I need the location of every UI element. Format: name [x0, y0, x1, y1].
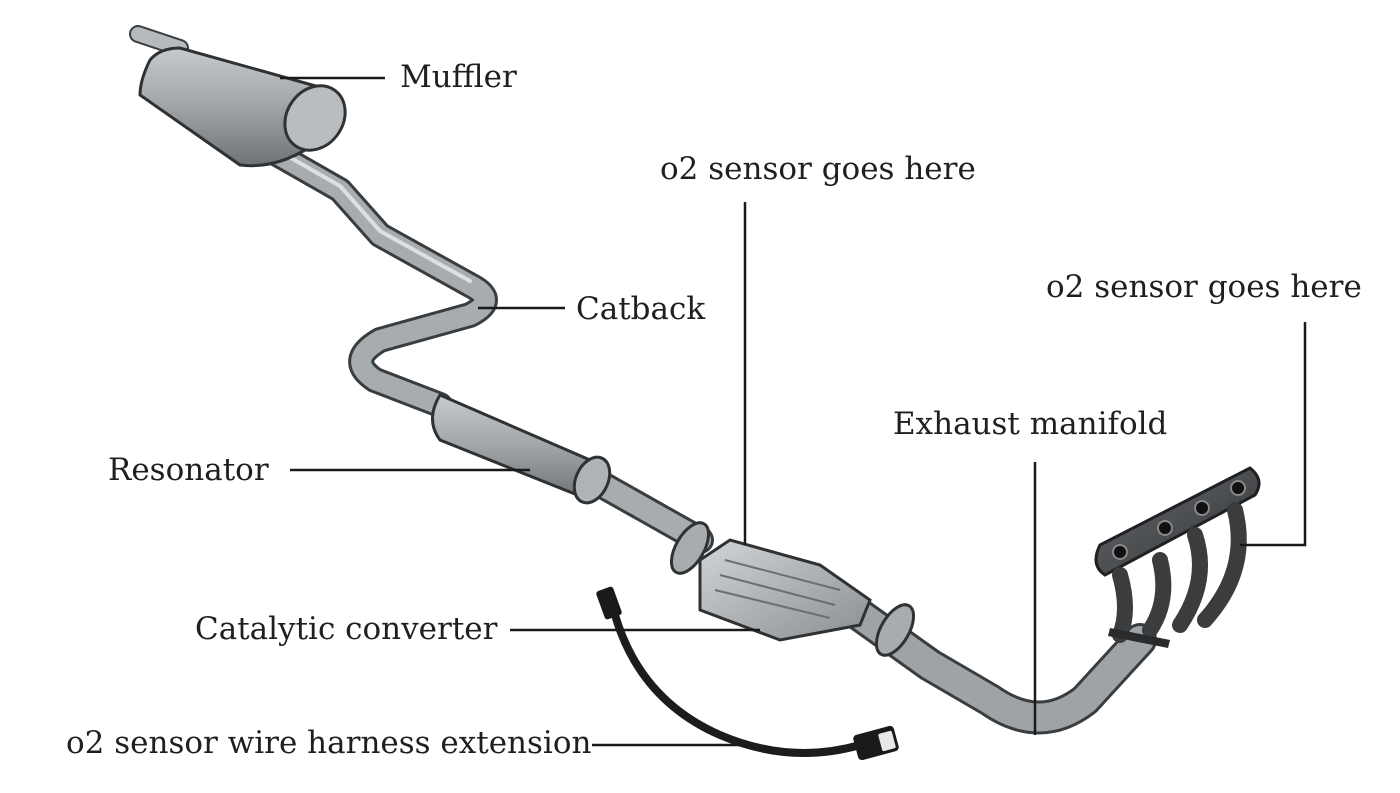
tailpipe-tip	[129, 25, 189, 57]
leader-o2-right	[1240, 322, 1307, 547]
manifold-port-2	[1157, 520, 1173, 536]
label-exhaust-manifold: Exhaust manifold	[893, 406, 1168, 442]
manifold-port-3	[1194, 500, 1210, 516]
label-o2-sensor-center: o2 sensor goes here	[660, 151, 976, 187]
label-wire-harness-extension: o2 sensor wire harness extension	[66, 725, 592, 761]
label-o2-sensor-right: o2 sensor goes here	[1046, 269, 1362, 305]
label-catback: Catback	[576, 291, 706, 327]
manifold-port-4	[1230, 480, 1246, 496]
label-catalytic-converter: Catalytic converter	[195, 611, 498, 647]
label-muffler: Muffler	[400, 59, 517, 95]
leader-lines	[280, 76, 1307, 747]
catalytic-converter-body	[669, 521, 916, 657]
manifold-port-1	[1112, 544, 1128, 560]
muffler-body	[138, 46, 347, 168]
exhaust-manifold-body	[1094, 466, 1261, 648]
wire-harness-extension	[596, 586, 899, 761]
label-resonator: Resonator	[108, 452, 269, 488]
resonator-body	[431, 393, 612, 505]
